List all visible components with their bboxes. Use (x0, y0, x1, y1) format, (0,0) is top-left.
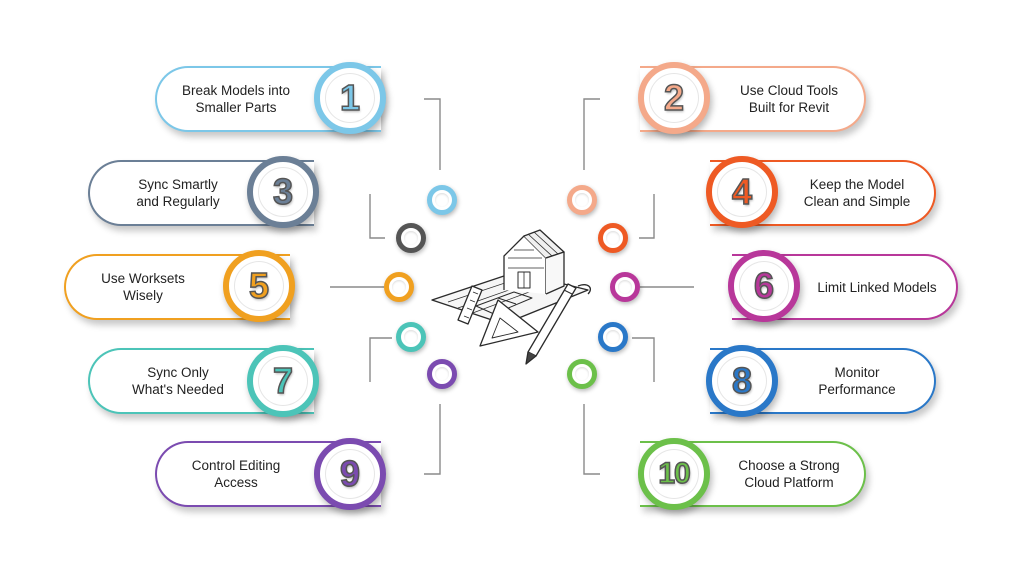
step-number-4: 4 (731, 171, 753, 212)
ring-icon-right-4 (598, 322, 628, 352)
step-number-badge-6: 6 (728, 250, 800, 322)
connector-line-1 (424, 98, 441, 170)
step-label-6: Limit Linked Models (817, 279, 937, 295)
ring-icon-left-3 (384, 272, 414, 302)
step-number-badge-1: 1 (314, 62, 386, 134)
connector-line-2 (583, 98, 600, 170)
step-number-badge-9: 9 (314, 438, 386, 510)
step-label-9: Control Editing Access (191, 458, 281, 490)
step-number-10: 10 (658, 457, 692, 490)
connector-line-8 (632, 337, 655, 382)
step-number-badge-7: 7 (247, 345, 319, 417)
ring-icon-right-1 (567, 185, 597, 215)
step-number-6: 6 (753, 265, 775, 306)
step-number-badge-5: 5 (223, 250, 295, 322)
step-label-1: Break Models into Smaller Parts (181, 83, 291, 115)
step-label-5: Use Worksets Wisely (101, 271, 185, 303)
step-number-badge-3: 3 (247, 156, 319, 228)
step-number-badge-8: 8 (706, 345, 778, 417)
step-label-7: Sync Only What's Needed (132, 365, 224, 397)
connector-line-3 (369, 194, 385, 239)
step-number-8: 8 (731, 360, 753, 401)
step-label-2: Use Cloud Tools Built for Revit (739, 83, 839, 115)
ring-icon-left-5 (427, 359, 457, 389)
step-number-9: 9 (339, 453, 361, 494)
step-label-10: Choose a Strong Cloud Platform (738, 458, 840, 490)
step-number-7: 7 (272, 360, 294, 401)
step-number-3: 3 (272, 171, 294, 212)
ring-icon-left-1 (427, 185, 457, 215)
ring-icon-right-5 (567, 359, 597, 389)
step-label-8: Monitor Performance (818, 365, 896, 397)
step-number-1: 1 (339, 77, 361, 118)
connector-line-9 (424, 404, 441, 475)
connector-line-4 (639, 194, 655, 239)
ring-icon-left-2 (396, 223, 426, 253)
step-number-badge-4: 4 (706, 156, 778, 228)
ring-icon-right-2 (598, 223, 628, 253)
step-label-4: Keep the Model Clean and Simple (803, 177, 911, 209)
step-number-badge-10: 10 (638, 438, 710, 510)
ring-icon-right-3 (610, 272, 640, 302)
connector-line-7 (369, 337, 392, 382)
step-number-2: 2 (663, 77, 685, 118)
step-label-3: Sync Smartly and Regularly (136, 177, 220, 209)
connector-line-10 (583, 404, 600, 475)
ring-icon-left-4 (396, 322, 426, 352)
step-number-5: 5 (248, 265, 270, 306)
architecture-blueprint-icon (431, 229, 592, 365)
step-number-badge-2: 2 (638, 62, 710, 134)
